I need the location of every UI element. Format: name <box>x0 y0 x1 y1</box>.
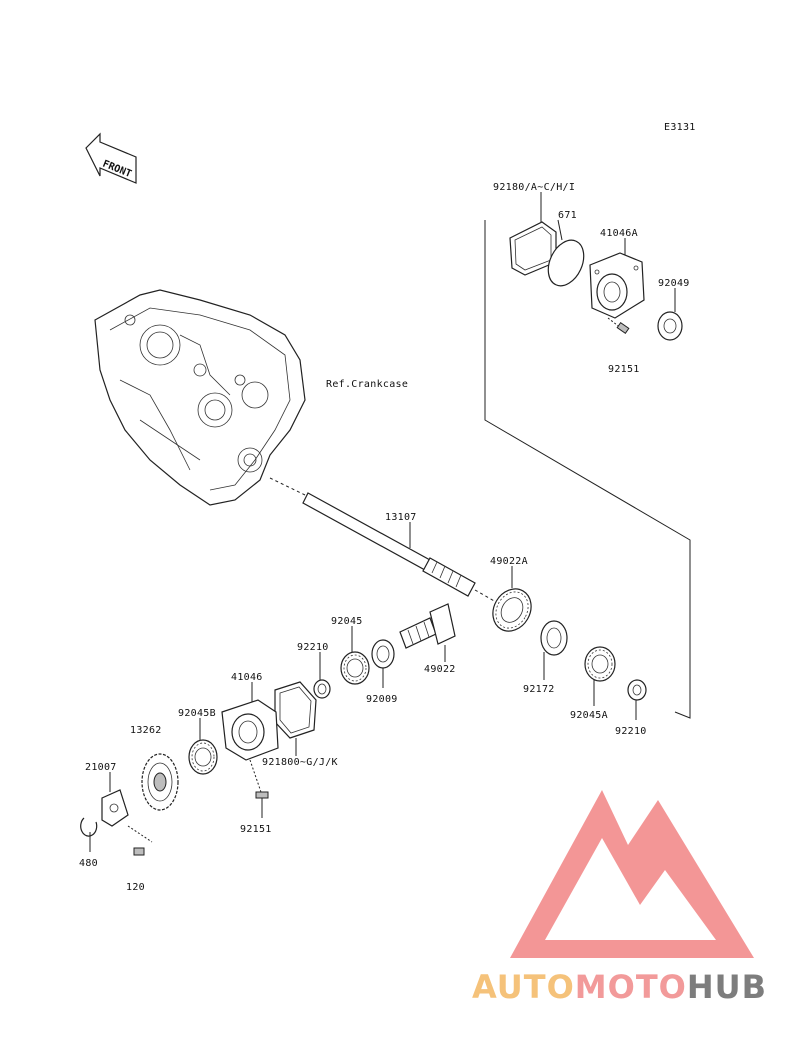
part-671-o-ring <box>547 239 585 287</box>
part-92049-oil-seal <box>657 311 683 341</box>
label-41046A: 41046A <box>600 228 638 239</box>
part-480-circlip <box>80 817 98 837</box>
label-92045A: 92045A <box>570 710 608 721</box>
part-41046-housing <box>221 699 279 761</box>
front-arrow-icon: FRONT <box>85 132 137 184</box>
label-92045B: 92045B <box>178 708 216 719</box>
label-92151-lower: 92151 <box>240 824 272 835</box>
watermark-moto: MOTO <box>575 968 687 1006</box>
part-92210-nut-right <box>627 679 647 701</box>
group-bracket-right <box>484 220 691 719</box>
part-921800-gasket <box>274 681 317 739</box>
label-92045: 92045 <box>331 616 363 627</box>
watermark-auto: AUTO <box>472 968 575 1006</box>
label-120: 120 <box>126 882 145 893</box>
label-92180: 92180/A~C/H/I <box>493 182 575 193</box>
label-92210-left: 92210 <box>297 642 329 653</box>
label-49022A: 49022A <box>490 556 528 567</box>
part-92172-shim <box>540 620 568 656</box>
label-671: 671 <box>558 210 577 221</box>
label-92151-upper: 92151 <box>608 364 640 375</box>
label-49022: 49022 <box>424 664 456 675</box>
watermark-logo-icon <box>510 790 754 958</box>
watermark-hub: HUB <box>687 968 767 1006</box>
label-13107: 13107 <box>385 512 417 523</box>
label-92172: 92172 <box>523 684 555 695</box>
label-41046: 41046 <box>231 672 263 683</box>
part-92210-nut-left <box>313 679 331 699</box>
part-13262-gear <box>141 753 179 811</box>
part-92045-bearing <box>340 651 370 685</box>
part-49022A-ring-gear <box>492 588 532 632</box>
diagram-code: E3131 <box>664 122 696 133</box>
ref-crankcase-label: Ref.Crankcase <box>326 379 408 390</box>
part-49022-pinion-gear <box>399 603 456 649</box>
label-92049: 92049 <box>658 278 690 289</box>
part-92151-bolt-upper <box>607 317 630 335</box>
crankcase <box>94 289 306 506</box>
part-21007-plate <box>101 789 129 827</box>
label-92009: 92009 <box>366 694 398 705</box>
part-92009-shim <box>371 639 395 669</box>
label-921800: 921800~G/J/K <box>262 757 338 768</box>
label-21007: 21007 <box>85 762 117 773</box>
part-92045A-bearing <box>584 646 616 682</box>
part-92045B-bearing <box>188 739 218 775</box>
part-120-bolt <box>127 825 153 856</box>
label-480: 480 <box>79 858 98 869</box>
part-13107-shaft <box>269 477 497 603</box>
watermark-brand: AUTOMOTOHUB <box>472 968 767 1006</box>
label-13262: 13262 <box>130 725 162 736</box>
part-41046A-housing <box>589 252 645 319</box>
label-92210-right: 92210 <box>615 726 647 737</box>
